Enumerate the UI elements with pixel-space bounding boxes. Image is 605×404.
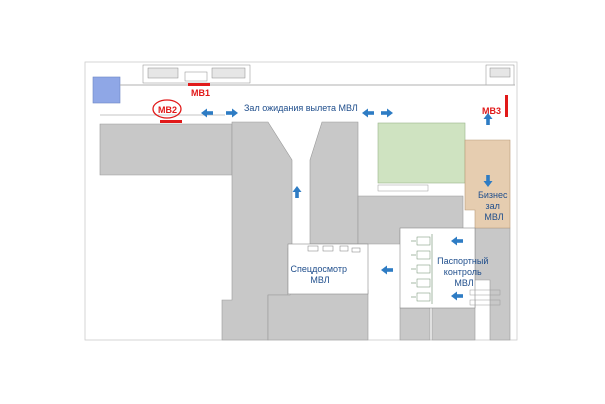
gate-marker-icon bbox=[188, 83, 210, 86]
wall-block-bottom-small bbox=[399, 307, 431, 341]
wall-blocks bbox=[99, 121, 511, 341]
security-label: Спецдосмотр МВЛ bbox=[291, 264, 350, 285]
passport-booth-icon bbox=[416, 292, 431, 302]
passport-booths bbox=[416, 236, 431, 302]
passport-label: Паспортный контроль МВЛ bbox=[437, 256, 491, 288]
passport-booth-icon bbox=[416, 236, 431, 246]
passport-booth-icon bbox=[416, 278, 431, 288]
blue-zone bbox=[92, 76, 121, 104]
waiting-hall-label: Зал ожидания вылета МВЛ bbox=[244, 103, 358, 113]
gate-marker-icon bbox=[505, 95, 508, 117]
wall-block-central-right bbox=[309, 121, 359, 245]
gate-label: MB1 bbox=[191, 88, 210, 98]
passport-booth-icon bbox=[416, 250, 431, 260]
passport-booth-icon bbox=[416, 264, 431, 274]
wall-block-bottom bbox=[267, 289, 369, 341]
seating-icon bbox=[377, 184, 501, 306]
gate-mb1-structure bbox=[142, 64, 251, 84]
gate-marker-icon bbox=[160, 120, 182, 123]
gate-label: MB2 bbox=[158, 105, 177, 115]
security-room bbox=[287, 243, 369, 295]
booth-dividers bbox=[411, 234, 433, 304]
wall-block-left bbox=[99, 123, 233, 176]
gate-label: MB3 bbox=[482, 106, 501, 116]
gate-mb2-circle bbox=[152, 99, 182, 119]
security-scanners bbox=[307, 245, 361, 253]
gate-mb3-structure bbox=[485, 64, 515, 86]
green-zone bbox=[377, 122, 466, 184]
business-label: Бизнес зал МВЛ bbox=[478, 190, 510, 222]
